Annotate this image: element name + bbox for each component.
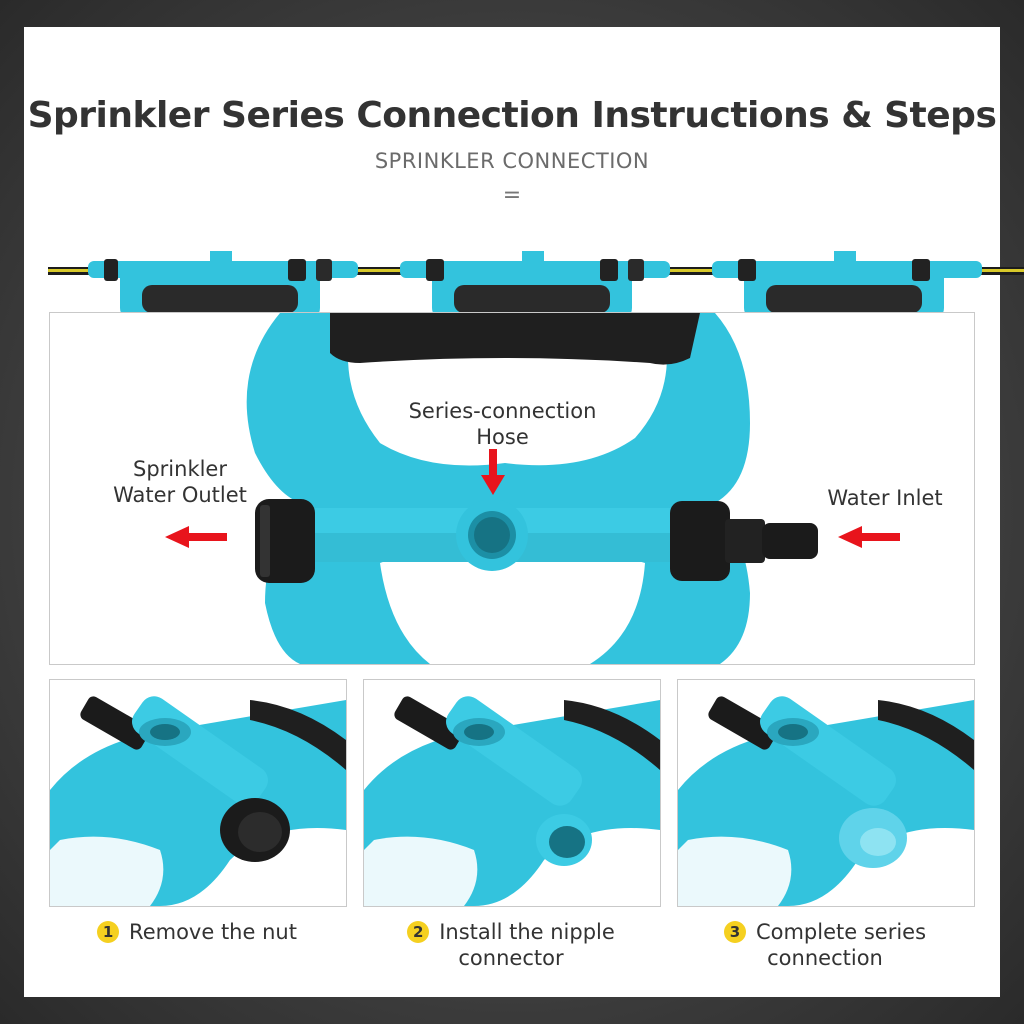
complete-connection-illustration [678, 696, 974, 906]
step-1-text: Remove the nut [129, 920, 297, 944]
step-3-caption: 3 Complete series connection [677, 919, 973, 971]
equals-sign: = [502, 183, 522, 208]
step-3-text-line1: Complete series [755, 920, 927, 944]
step-3-panel [677, 679, 975, 907]
step-2-caption: 2 Install the nipple connector [363, 919, 659, 971]
step-1-caption: 1 Remove the nut [49, 919, 345, 945]
inlet-label: Water Inlet [827, 486, 943, 510]
series-hose-label-line2: Hose [476, 425, 529, 449]
arrow-left-icon [165, 526, 227, 548]
series-hose-label-line1: Series-connection [408, 399, 597, 423]
install-nipple-illustration [364, 696, 660, 906]
outlet-label-line1: Sprinkler [133, 457, 227, 481]
step-number-badge: 3 [723, 921, 746, 943]
step-1-panel [49, 679, 347, 907]
step-3-text-line2: connection [767, 946, 883, 970]
step-number-badge: 2 [407, 921, 430, 943]
remove-nut-illustration [50, 696, 346, 906]
sprinkler-closeup-illustration [246, 313, 818, 664]
page-subtitle: SPRINKLER CONNECTION [374, 149, 650, 173]
sprinkler-unit-2 [400, 251, 670, 320]
arrow-down-icon [481, 449, 505, 495]
step-2-text-line1: Install the nipple [439, 920, 615, 944]
outlet-label: Sprinkler Water Outlet [100, 456, 260, 508]
outlet-label-line2: Water Outlet [113, 483, 247, 507]
sprinkler-unit-3 [712, 251, 982, 320]
step-2-text-line2: connector [458, 946, 564, 970]
series-hose-label: Series-connection Hose [380, 398, 625, 450]
connection-diagram-panel: Series-connection Hose Sprinkler Water O… [49, 312, 975, 665]
sprinkler-chain-illustration [48, 251, 1024, 320]
step-number-badge: 1 [97, 921, 120, 943]
step-2-panel [363, 679, 661, 907]
sprinkler-unit-1 [88, 251, 358, 320]
arrow-left-icon [838, 526, 900, 548]
page-title: Sprinkler Series Connection Instructions… [27, 95, 997, 136]
